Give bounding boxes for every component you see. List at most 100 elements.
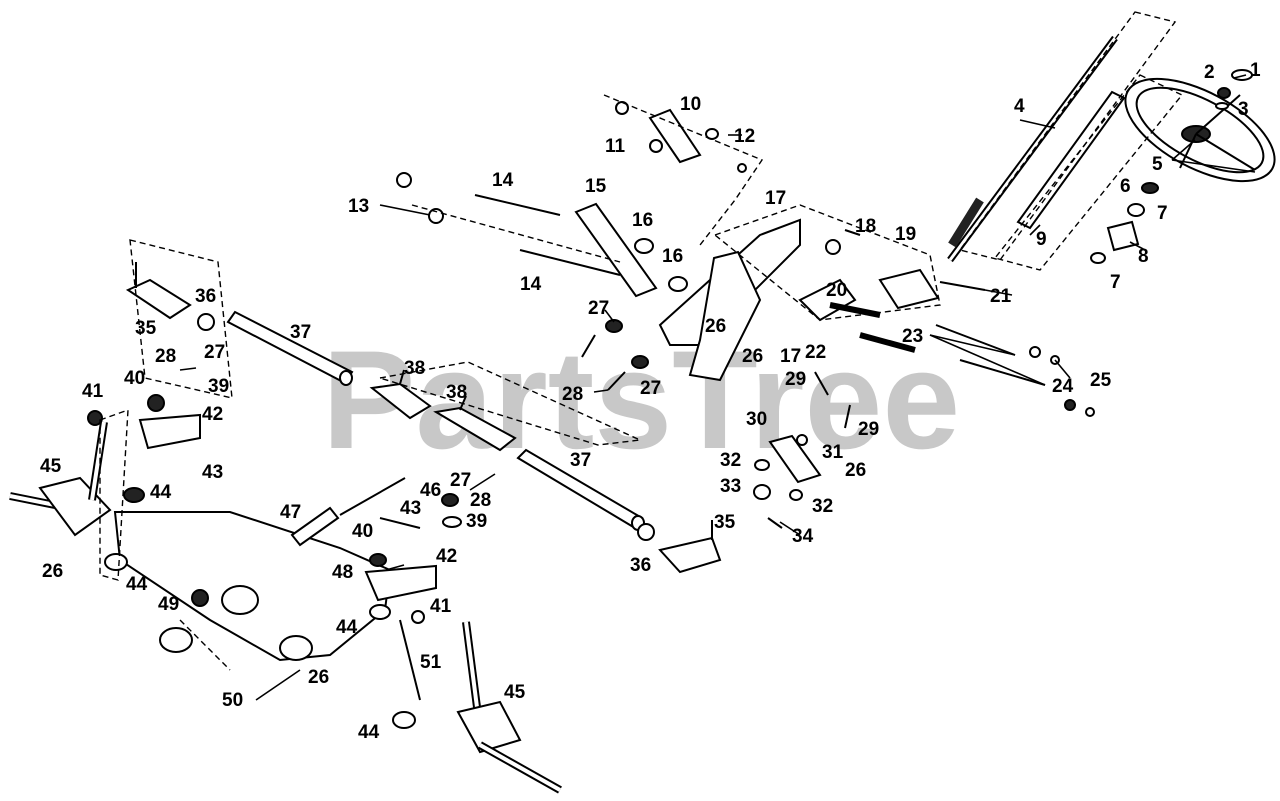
callout-27a: 27 [588, 298, 609, 319]
callout-19: 19 [895, 224, 916, 245]
callout-28b: 28 [155, 346, 176, 367]
callout-1: 1 [1250, 60, 1261, 81]
callout-31: 31 [822, 442, 844, 463]
callout-24: 24 [1052, 376, 1074, 397]
callout-8: 8 [1138, 246, 1149, 267]
callout-30: 30 [746, 409, 767, 430]
tie-rod-upper [226, 310, 354, 386]
callout-27c: 27 [204, 342, 225, 363]
callout-41a: 41 [82, 381, 104, 402]
callout-41b: 41 [430, 596, 452, 617]
callout-44c: 44 [336, 617, 358, 638]
callout-26a: 26 [705, 316, 726, 337]
knuckle-outline-left [99, 408, 129, 581]
callout-26c: 26 [845, 460, 866, 481]
callout-36b: 36 [630, 555, 651, 576]
spindle-left [9, 421, 112, 537]
callout-16a: 16 [632, 210, 653, 231]
callout-32b: 32 [812, 496, 833, 517]
upper-bracket-assembly [396, 101, 747, 298]
callout-7b: 7 [1110, 272, 1121, 293]
callout-42b: 42 [436, 546, 457, 567]
callout-5: 5 [1152, 154, 1163, 175]
callout-17a: 17 [765, 188, 786, 209]
callout-26d: 26 [42, 561, 63, 582]
callout-40b: 40 [352, 521, 373, 542]
pivot-arm-assembly [658, 218, 1046, 386]
upper-bracket-outline [603, 94, 764, 246]
lower-link-parts [753, 434, 822, 529]
callout-14a: 14 [492, 170, 514, 191]
callout-4: 4 [1014, 96, 1025, 117]
callout-23: 23 [902, 326, 923, 347]
callout-32a: 32 [720, 450, 741, 471]
callout-38a: 38 [404, 358, 425, 379]
callout-3: 3 [1238, 99, 1249, 120]
callout-6: 6 [1120, 176, 1131, 197]
callout-27b: 27 [640, 378, 661, 399]
callout-22: 22 [805, 342, 826, 363]
callout-17b: 17 [780, 346, 801, 367]
callout-26e: 26 [308, 667, 329, 688]
shaft-bushings [1090, 182, 1159, 264]
steering-arms [138, 413, 437, 602]
callout-46: 46 [420, 480, 441, 501]
callout-51: 51 [420, 652, 442, 673]
axle-bushings [87, 394, 425, 729]
knuckle-51 [399, 619, 421, 701]
callout-37b: 37 [570, 450, 591, 471]
callout-39a: 39 [208, 376, 229, 397]
callout-39b: 39 [466, 511, 487, 532]
callout-9: 9 [1036, 229, 1047, 250]
callout-16b: 16 [662, 246, 683, 267]
callout-25: 25 [1090, 370, 1112, 391]
callout-14b: 14 [520, 274, 542, 295]
callout-29a: 29 [785, 369, 806, 390]
callout-13: 13 [348, 196, 369, 217]
callout-2: 2 [1204, 62, 1215, 83]
leader-lines [179, 74, 1256, 701]
callout-15: 15 [585, 176, 607, 197]
callout-28c: 28 [470, 490, 491, 511]
bushing-guide [179, 619, 231, 671]
callout-21: 21 [990, 286, 1012, 307]
callout-33: 33 [720, 476, 741, 497]
callout-34: 34 [792, 526, 814, 547]
shaft-bracket-outline [958, 11, 1177, 261]
pivot-small-parts [581, 319, 1095, 429]
callout-18: 18 [855, 216, 876, 237]
bolt-guide-13 [411, 204, 621, 263]
callout-37a: 37 [290, 322, 311, 343]
pivot-arm-outline [713, 204, 941, 321]
callout-20: 20 [826, 280, 847, 301]
callout-45a: 45 [40, 456, 62, 477]
column-tube-outline [993, 74, 1184, 271]
callout-44d: 44 [358, 722, 380, 743]
partstree-watermark: PartsTree [322, 321, 960, 478]
callout-49: 49 [158, 594, 179, 615]
callout-11: 11 [605, 136, 626, 157]
callout-7a: 7 [1157, 203, 1168, 224]
callout-43a: 43 [202, 462, 223, 483]
spindle-right [456, 621, 562, 794]
front-axle [113, 511, 392, 662]
axle-pivot-bolt [290, 477, 462, 547]
callout-44b: 44 [126, 574, 148, 595]
steering-shaft [947, 35, 1118, 263]
callout-26b: 26 [742, 346, 763, 367]
callout-27d: 27 [450, 470, 471, 491]
tie-rod-end-outline-left [129, 239, 233, 399]
callout-29b: 29 [858, 419, 879, 440]
callout-42a: 42 [202, 404, 223, 425]
callout-48: 48 [332, 562, 353, 583]
callout-10: 10 [680, 94, 701, 115]
callout-12: 12 [734, 126, 755, 147]
callout-43b: 43 [400, 498, 421, 519]
callout-50: 50 [222, 690, 243, 711]
tie-rod-ends [125, 262, 722, 574]
callout-28a: 28 [562, 384, 583, 405]
callout-47: 47 [280, 502, 301, 523]
callout-40a: 40 [124, 368, 145, 389]
callout-35a: 35 [135, 318, 157, 339]
